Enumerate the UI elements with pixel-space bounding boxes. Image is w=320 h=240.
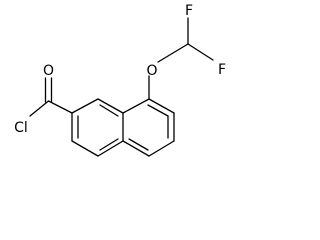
fluorine-right-label: F <box>218 62 226 78</box>
bond-ring-left-inner-3 <box>99 138 119 151</box>
bond-carbon-fluorine-2 <box>187 43 214 61</box>
bond-ring-left-5 <box>71 140 99 157</box>
bond-ring-right-4 <box>148 140 175 157</box>
bond-ether-oxygen-carbon <box>157 43 189 63</box>
fluorine-top-label: F <box>185 3 193 19</box>
bond-ring-left-2 <box>97 98 124 114</box>
bond-ring-left-inner-1 <box>99 104 119 117</box>
bond-carbonyl-ring <box>47 100 73 114</box>
bond-ring-left-1 <box>71 98 99 114</box>
oxygen-carbonyl-label: O <box>43 63 54 79</box>
atom-labels: O Cl O F F <box>14 3 226 136</box>
chlorine-label: Cl <box>14 120 28 136</box>
bond-ring-right-inner-3 <box>128 138 149 151</box>
bond-ring-left-4 <box>97 140 124 157</box>
bond-ring-right-2 <box>148 98 175 114</box>
bonds <box>29 17 214 157</box>
bond-ring-right-inner-1 <box>147 104 169 117</box>
oxygen-ether-label: O <box>146 63 157 79</box>
bond-carbonyl-chlorine <box>29 100 50 117</box>
bond-ring-right-5 <box>122 140 150 157</box>
chemical-structure: O Cl O F F <box>14 3 226 157</box>
bond-ring-right-1 <box>122 98 150 114</box>
